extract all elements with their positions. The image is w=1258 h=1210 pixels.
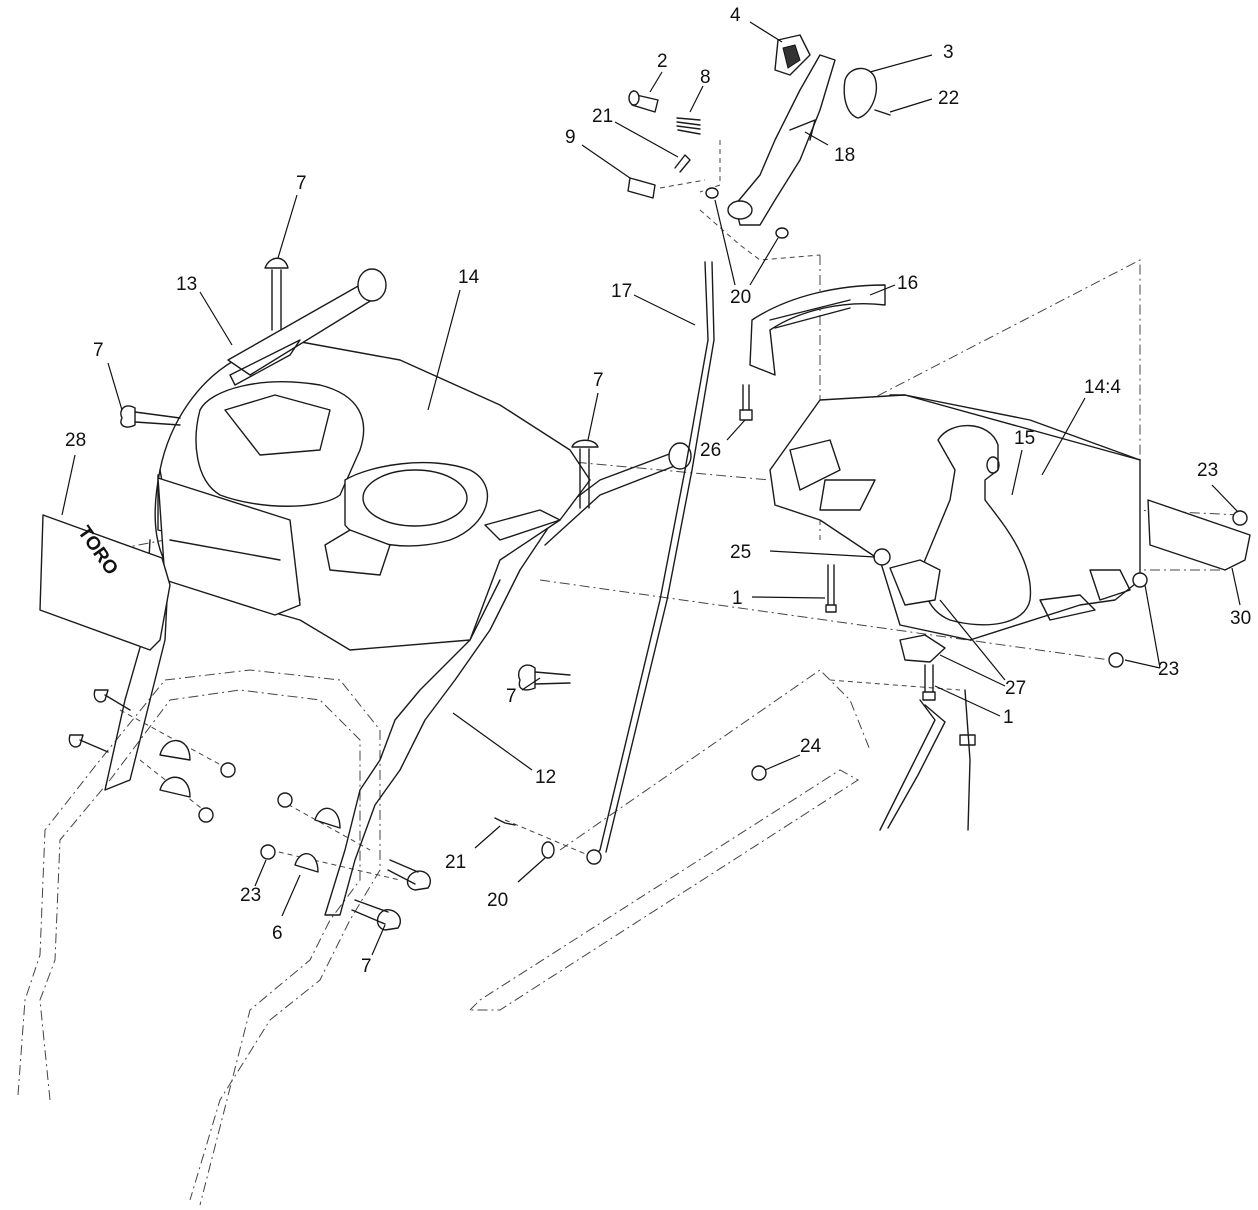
callout-7: 7 (93, 340, 104, 361)
callout-30: 30 (1230, 608, 1251, 629)
callout-labels: 4 3 2 8 22 21 9 18 7 13 14 17 16 20 7 7 … (65, 5, 1251, 977)
callout-27: 27 (1005, 678, 1026, 699)
callout-20: 20 (487, 890, 508, 911)
callout-2: 2 (657, 51, 668, 72)
callout-25: 25 (730, 542, 751, 563)
callout-20: 20 (730, 287, 751, 308)
callout-17: 17 (611, 281, 632, 302)
callout-23: 23 (1197, 460, 1218, 481)
drive-housing-15 (769, 394, 1251, 641)
index-plate-16 (749, 284, 886, 376)
callout-14-4: 14:4 (1084, 377, 1121, 398)
callout-1: 1 (732, 588, 743, 609)
callout-8: 8 (700, 67, 711, 88)
callout-16: 16 (897, 273, 918, 294)
handle-top-13 (227, 268, 387, 386)
decal-28: TORO (39, 514, 171, 651)
callout-6: 6 (272, 923, 283, 944)
callout-12: 12 (535, 767, 556, 788)
callout-14: 14 (458, 267, 480, 288)
callout-7: 7 (296, 173, 307, 194)
callout-21: 21 (592, 106, 613, 127)
callout-13: 13 (176, 274, 197, 295)
callout-18: 18 (834, 145, 855, 166)
callout-3: 3 (943, 42, 954, 63)
cable-assembly (879, 559, 976, 831)
callout-21: 21 (445, 852, 466, 873)
leader-lines (61, 21, 1241, 956)
top-small-parts (627, 90, 789, 239)
callout-4: 4 (730, 5, 741, 26)
shift-rod-17 (586, 261, 715, 865)
callout-7: 7 (506, 686, 517, 707)
callout-26: 26 (700, 440, 721, 461)
callout-23: 23 (240, 885, 261, 906)
callout-15: 15 (1014, 428, 1035, 449)
callout-23: 23 (1158, 659, 1179, 680)
callout-7: 7 (593, 370, 604, 391)
lower-handle-phantom (17, 669, 859, 1206)
phantom-lines (59, 140, 1241, 881)
callout-1: 1 (1003, 707, 1014, 728)
callout-24: 24 (800, 736, 822, 757)
speed-lever-18 (727, 34, 891, 226)
control-panel-14 (154, 339, 591, 651)
callout-7: 7 (361, 956, 372, 977)
callout-22: 22 (938, 88, 959, 109)
callout-28: 28 (65, 430, 86, 451)
callout-9: 9 (565, 127, 576, 148)
